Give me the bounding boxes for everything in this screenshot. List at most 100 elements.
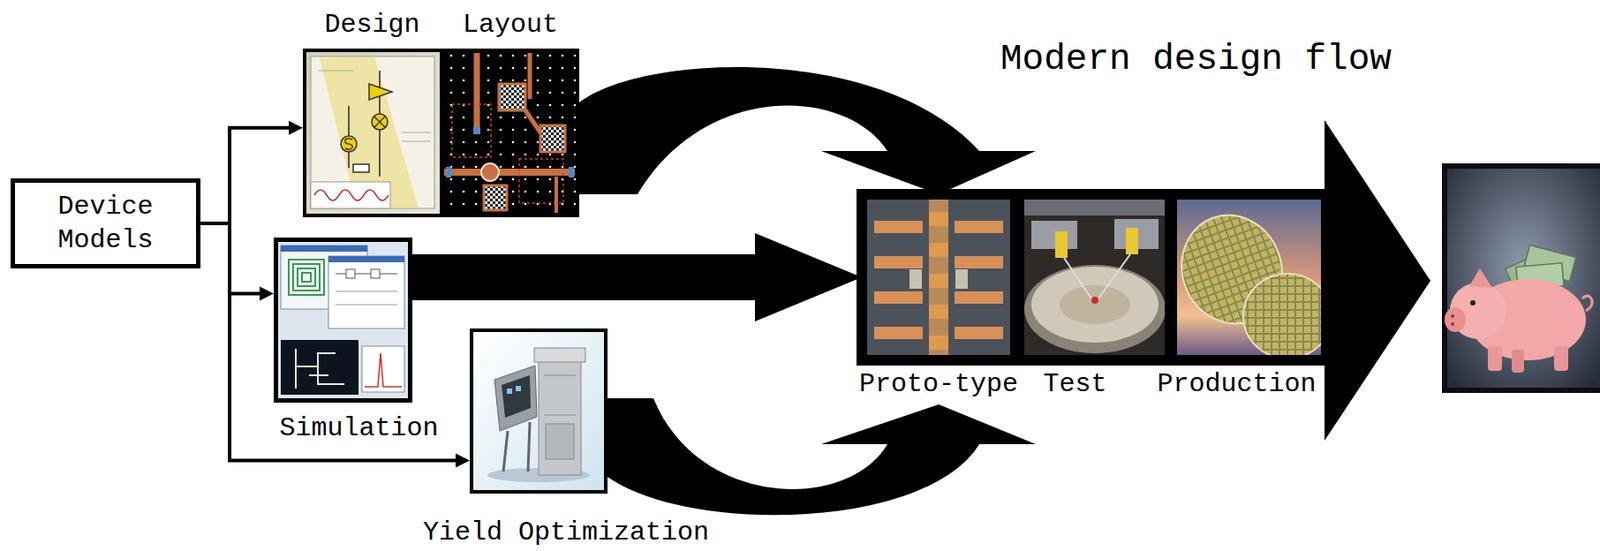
design-illustration-part — [302, 48, 580, 218]
simulation-illustration-part — [280, 245, 368, 252]
simulation-illustration-part — [335, 273, 398, 275]
prototype-illustration-part — [874, 256, 923, 269]
layout-illustration-part — [474, 52, 481, 133]
simulation-illustration-part — [293, 264, 320, 291]
layout-illustration-part — [528, 52, 533, 99]
test-panel: Test — [1020, 194, 1169, 361]
design-illustration-part — [374, 116, 385, 128]
diagram-title: Modern design flow — [1000, 38, 1392, 80]
test-illustration-part — [1125, 227, 1139, 255]
layout-illustration-part — [568, 166, 574, 178]
test-illustration-part — [1024, 199, 1165, 216]
yield-illustration-part — [494, 365, 537, 431]
prototype-illustration-part — [928, 273, 949, 288]
simulation-illustration-part — [364, 353, 402, 387]
simulation-illustration-part — [328, 256, 405, 329]
layout-illustration-part — [483, 185, 507, 211]
connector-arrow — [200, 120, 303, 224]
production-illustration — [1177, 199, 1321, 355]
prototype-illustration-part — [874, 220, 923, 234]
production-illustration-part — [1243, 273, 1321, 355]
simulation-illustration-part — [335, 304, 398, 306]
flow-arrow-part — [1324, 120, 1431, 441]
piggy-bank-illustration-part — [1444, 307, 1466, 333]
yield-illustration-part — [473, 332, 604, 491]
layout-illustration-part — [473, 127, 481, 135]
layout-illustration-part — [443, 52, 576, 214]
prototype-illustration-part — [874, 326, 923, 340]
prototype-illustration-part — [955, 269, 968, 289]
connector-arrow — [200, 223, 274, 302]
simulation-illustration-part — [370, 269, 380, 279]
piggy-bank-illustration-part — [1450, 322, 1455, 326]
panel-label: Production — [1156, 370, 1316, 398]
prototype-illustration-part — [928, 304, 949, 319]
piggy-bank-illustration-part — [1441, 163, 1600, 393]
layout-panel: Layout — [441, 48, 580, 218]
design-illustration — [302, 48, 580, 218]
layout-illustration-part — [443, 52, 576, 214]
panel-label: Yield Optimization — [422, 519, 710, 546]
layout-illustration-part — [481, 163, 499, 182]
layout-illustration-part — [498, 83, 526, 111]
block-arrow — [412, 233, 862, 322]
test-illustration-part — [1055, 231, 1068, 258]
connector-arrow — [607, 398, 1036, 515]
simulation-illustration-part — [280, 339, 359, 395]
test-illustration-part — [1059, 285, 1131, 325]
yield-illustration-part — [543, 375, 576, 377]
design-illustration-part — [340, 135, 357, 152]
test-illustration-part — [1031, 266, 1159, 343]
piggy-bank-illustration-part — [1554, 346, 1569, 371]
panel-label: Layout — [462, 11, 559, 38]
test-illustration-part — [1098, 254, 1131, 299]
prototype-illustration-part — [909, 269, 922, 289]
simulation-illustration-part — [297, 268, 316, 287]
arrow-head — [455, 453, 470, 468]
prototype-illustration-part — [867, 199, 1011, 355]
test-illustration-part — [1031, 220, 1078, 250]
simulation-illustration-part — [346, 269, 355, 279]
piggy-bank-illustration-part — [1469, 268, 1493, 288]
prototype-illustration-part — [928, 242, 949, 257]
prototype-illustration-part — [928, 335, 949, 350]
panel-label: Design — [324, 11, 420, 38]
yield-illustration-part — [538, 353, 582, 476]
simulation-illustration-part — [335, 291, 398, 293]
design-illustration-part — [306, 52, 440, 214]
piggy-bank-illustration-part — [1447, 168, 1600, 388]
test-illustration-part — [1024, 264, 1165, 354]
test-illustration-part — [1024, 199, 1165, 355]
yield-illustration-part — [503, 430, 508, 472]
layout-illustration — [443, 52, 576, 214]
layout-illustration-part — [554, 176, 559, 213]
prototype-panel: Proto-type — [861, 194, 1016, 361]
design-illustration-part — [374, 116, 385, 128]
simulation-illustration-part — [362, 346, 405, 393]
yield-illustration-part — [506, 388, 513, 394]
layout-illustration-part — [444, 168, 575, 176]
prototype-illustration — [867, 199, 1011, 355]
simulation-illustration-part — [288, 259, 325, 295]
prototype-illustration-part — [954, 256, 1004, 269]
design-illustration-part — [314, 189, 389, 201]
design-panel: Design — [302, 48, 442, 218]
test-illustration-part — [1091, 296, 1099, 304]
curved-block-arrow — [607, 398, 1036, 515]
arrow-head — [259, 286, 274, 302]
yield-illustration-part — [528, 422, 530, 472]
piggy-bank-illustration-part — [1450, 314, 1455, 318]
design-illustration-part — [310, 56, 435, 209]
yield-illustration-part — [515, 385, 521, 392]
prototype-illustration-part — [874, 291, 923, 304]
connector-line — [200, 128, 291, 224]
connector-arrow — [579, 67, 1036, 195]
box-label: Device Models — [15, 189, 197, 257]
simulation-illustration-part — [301, 272, 311, 282]
piggy-bank-illustration-part — [1470, 300, 1476, 306]
process-box: Device Models — [10, 178, 201, 269]
yield-panel: Yield Optimization — [469, 328, 608, 494]
simulation-illustration-part — [273, 237, 413, 403]
design-illustration-part — [310, 181, 391, 209]
